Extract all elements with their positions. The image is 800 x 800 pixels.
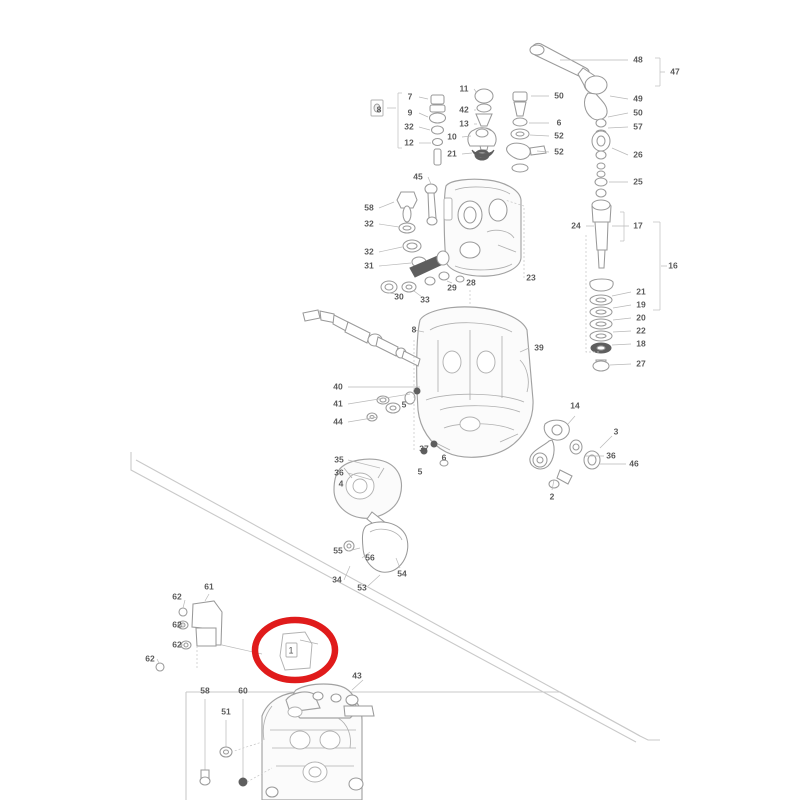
highlight-ellipse [251, 616, 339, 684]
part-cap-nut [467, 127, 497, 158]
callout-label-49: 49 [633, 93, 643, 103]
group-bottom-fasteners [199, 679, 364, 787]
callout-label-46: 46 [629, 458, 639, 468]
callout-label-50: 50 [633, 107, 643, 117]
callout-label-50: 50 [554, 90, 564, 100]
callout-label-36: 36 [334, 467, 344, 477]
part-stack-b [474, 88, 494, 161]
group-drive-shaft [302, 309, 421, 367]
callout-label-11: 11 [460, 83, 469, 93]
callout-label-5: 5 [418, 466, 423, 476]
callout-label-6: 6 [442, 452, 447, 462]
leaders-lever [560, 57, 665, 183]
callout-label-32: 32 [364, 246, 374, 256]
callout-label-30: 30 [394, 291, 404, 301]
callout-label-23: 23 [526, 272, 536, 282]
leaders-governor [378, 176, 525, 298]
callout-label-48: 48 [633, 54, 643, 64]
callout-label-51: 51 [221, 706, 231, 716]
callout-label-58: 58 [364, 202, 374, 212]
callout-label-8: 8 [377, 104, 382, 114]
callout-label-41: 41 [333, 398, 343, 408]
callout-label-3: 3 [614, 426, 619, 436]
part-stack-c [506, 91, 547, 173]
callout-label-25: 25 [633, 176, 643, 186]
callout-label-22: 22 [636, 325, 646, 335]
highlight-label: 1 [288, 645, 293, 655]
callout-label-54: 54 [397, 568, 407, 578]
callout-label-34: 34 [332, 574, 342, 584]
callout-label-21: 21 [636, 286, 646, 296]
callout-label-16: 16 [668, 260, 678, 270]
leaders-body [343, 290, 626, 587]
group-governor-housing [378, 176, 525, 298]
callout-label-19: 19 [636, 299, 646, 309]
callout-label-12: 12 [404, 137, 414, 147]
callout-label-52: 52 [554, 130, 564, 140]
callout-label-13: 13 [459, 118, 469, 128]
frame-separators [130, 452, 660, 800]
group-mounting-bracket [155, 593, 263, 672]
callout-label-58: 58 [200, 685, 210, 695]
callout-label-21: 21 [447, 148, 457, 158]
callout-label-36: 36 [606, 450, 616, 460]
callout-label-56: 56 [365, 552, 375, 562]
callout-label-24: 24 [571, 220, 581, 230]
callout-label-43: 43 [352, 670, 362, 680]
callout-label-9: 9 [408, 107, 413, 117]
callout-label-44: 44 [333, 416, 343, 426]
callout-label-37: 37 [419, 443, 429, 453]
callout-label-57: 57 [633, 121, 643, 131]
callout-label-60: 60 [238, 685, 248, 695]
callout-labels: 8793212114213102150652524847495057262524… [145, 54, 680, 716]
callout-label-4: 4 [339, 478, 344, 488]
callout-label-61: 61 [204, 581, 214, 591]
callout-label-47: 47 [670, 66, 680, 76]
callout-label-27: 27 [636, 358, 646, 368]
callout-label-7: 7 [408, 91, 413, 101]
callout-label-2: 2 [550, 491, 555, 501]
part-stack-a [428, 94, 447, 166]
callout-label-28: 28 [466, 277, 476, 287]
highlight-circle-part-1: 1 [251, 616, 339, 684]
callout-label-6: 6 [557, 117, 562, 127]
callout-label-53: 53 [357, 582, 367, 592]
group-plunger-stack [585, 188, 667, 372]
callout-label-52: 52 [554, 146, 564, 156]
group-top-fittings [370, 88, 550, 173]
callout-label-32: 32 [404, 121, 414, 131]
group-control-lever [529, 42, 665, 187]
callout-label-42: 42 [459, 104, 469, 114]
callout-label-14: 14 [570, 400, 580, 410]
callout-label-32: 32 [364, 218, 374, 228]
leaders-top [387, 88, 550, 155]
callout-label-62: 62 [172, 591, 182, 601]
callout-label-35: 35 [334, 454, 344, 464]
callout-label-40: 40 [333, 381, 343, 391]
callout-label-17: 17 [633, 220, 643, 230]
leaders-plunger [585, 211, 667, 366]
callout-label-31: 31 [364, 260, 374, 270]
callout-label-33: 33 [420, 294, 430, 304]
callout-label-55: 55 [333, 545, 343, 555]
group-bottom-pump-assembly [199, 679, 375, 800]
group-pump-body [302, 290, 626, 587]
callout-label-20: 20 [636, 312, 646, 322]
callout-label-62: 62 [145, 653, 155, 663]
callout-label-8: 8 [412, 324, 417, 334]
callout-label-45: 45 [413, 171, 423, 181]
callout-label-18: 18 [636, 338, 646, 348]
callout-label-39: 39 [534, 342, 544, 352]
callout-label-29: 29 [447, 282, 457, 292]
callout-label-62: 62 [172, 619, 182, 629]
callout-label-26: 26 [633, 149, 643, 159]
group-right-attachments [529, 419, 601, 489]
callout-label-62: 62 [172, 639, 182, 649]
callout-label-10: 10 [447, 131, 457, 141]
part-45-link [424, 183, 438, 226]
callout-label-5: 5 [402, 399, 407, 409]
